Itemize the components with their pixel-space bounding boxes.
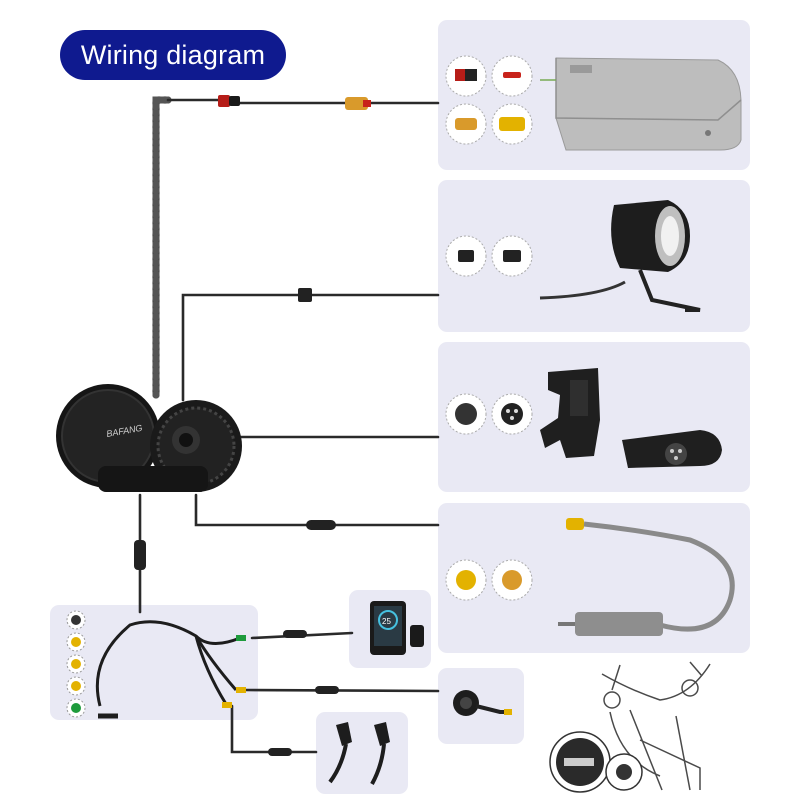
cable-connector-female-icon [502,570,522,590]
headlight-connector-male-icon [458,250,474,262]
headlight-icon [539,200,701,312]
sensor-connector-female-icon [501,403,523,425]
cable-connector-male-icon [456,570,476,590]
cable-plug-icon [306,520,336,530]
battery-connector-thumbs [445,55,533,145]
magnet-sensor-icon [622,430,722,468]
speed-sensor-icon [540,368,600,458]
motor-plug-icon [134,540,146,570]
headlight-panel [438,180,750,332]
brake-plug-icon [268,748,292,756]
sensor-connector-male-icon [455,403,477,425]
display-plug-icon [283,630,307,638]
headlight-connector-female-icon [503,250,521,262]
headlight-plug-icon [298,288,312,302]
battery-plug-icon [218,95,240,107]
throttle-plug-icon [315,686,339,694]
throttle-cable-icon [558,518,735,636]
harness-connector-column [66,610,86,718]
battery-icon [540,57,742,151]
xt-connector-icon [345,97,371,110]
page-title: Wiring diagram [60,30,286,80]
harness-icon [95,620,241,719]
display-speed-readout: 25 [382,617,391,626]
